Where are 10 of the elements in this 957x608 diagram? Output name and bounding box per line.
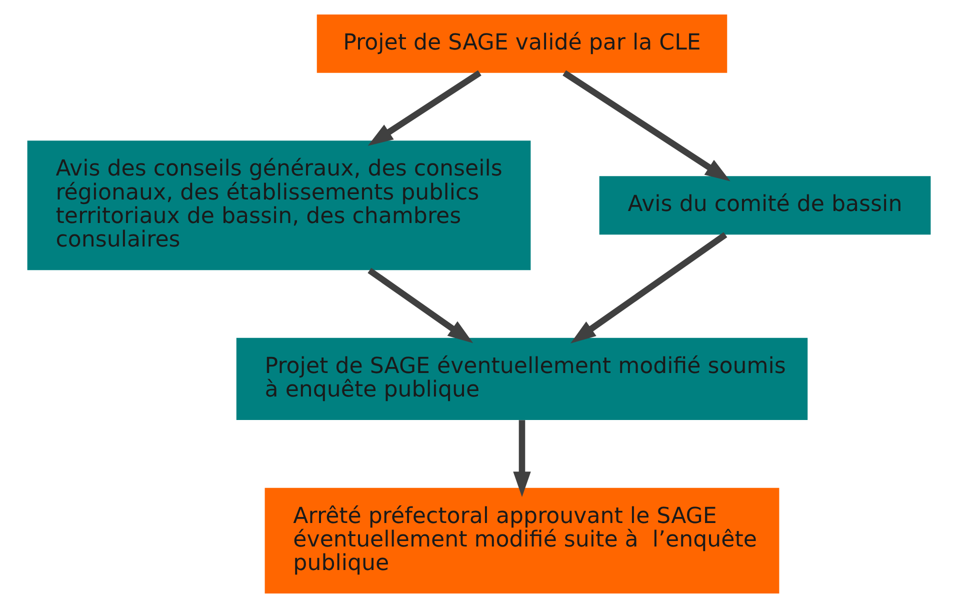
node-box: Avis du comité de bassin <box>598 176 930 235</box>
node-box: Projet de SAGE validé par la CLE <box>316 14 727 73</box>
node-box: Avis des conseils généraux, des conseils régionaux, des établissements publics territoriaux de bassin, des chambres consulaires <box>26 140 530 270</box>
node-box: Projet de SAGE éventuellement modifié soumis à enquête publique <box>236 338 808 420</box>
arrow <box>512 420 530 497</box>
arrow <box>367 70 481 146</box>
arrow <box>570 232 727 344</box>
arrow <box>562 70 730 182</box>
node-box: Arrêté préfectoral approuvant le SAGE éventuellement modifié suite à l’enquête publique <box>264 488 779 594</box>
arrow <box>367 268 473 344</box>
